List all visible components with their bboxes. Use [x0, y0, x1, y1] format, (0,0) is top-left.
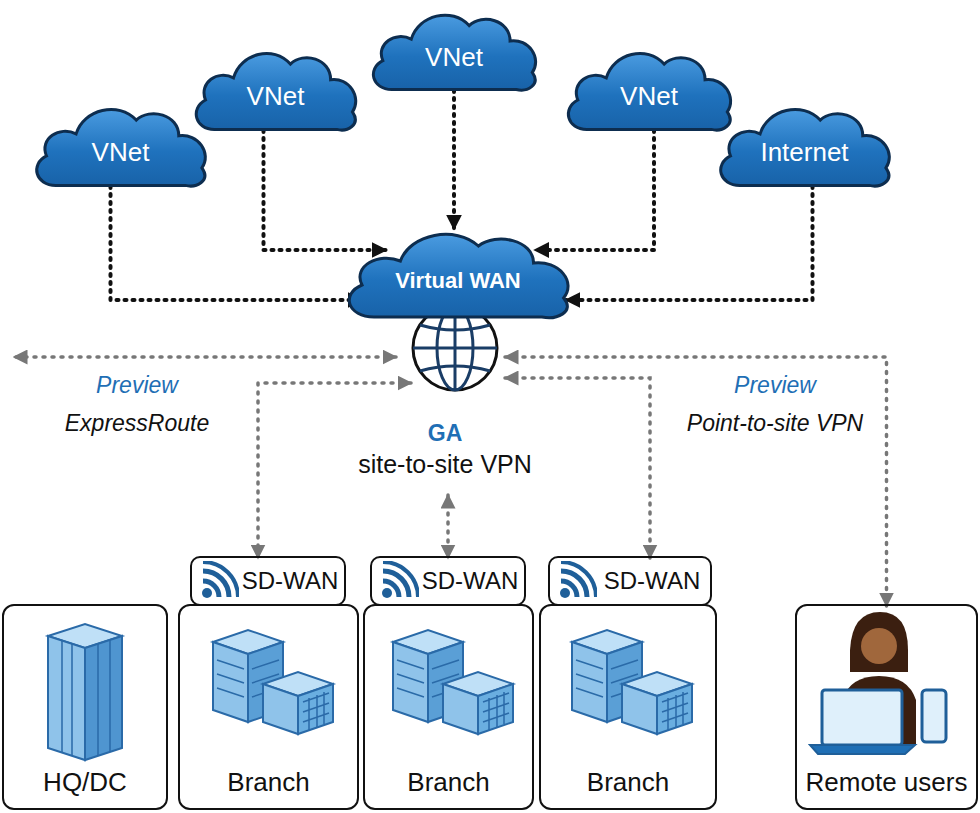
- connector: [535, 130, 654, 250]
- vnet-cloud: VNet: [365, 4, 543, 94]
- connector: [264, 130, 387, 250]
- branch-box: Branch: [363, 604, 534, 810]
- preview-label: Preview: [734, 372, 816, 399]
- sdwan-box: SD-WAN: [370, 556, 526, 606]
- status-label: GA: [428, 420, 463, 447]
- connector: [566, 186, 813, 300]
- vnet-cloud: VNet: [28, 98, 213, 190]
- node-text: SD-WAN: [242, 567, 338, 595]
- node-text: Remote users: [806, 767, 968, 798]
- sdwan-box: SD-WAN: [190, 556, 346, 606]
- connector: [111, 186, 363, 300]
- vnet-cloud: VNet: [188, 42, 363, 134]
- remote-users-box: Remote users: [795, 604, 978, 810]
- link-label: Point-to-site VPN: [687, 410, 863, 437]
- node-text: Virtual WAN: [395, 268, 521, 294]
- internet-cloud: Internet: [712, 98, 897, 190]
- node-text: VNet: [92, 137, 150, 168]
- node-text: VNet: [620, 81, 678, 112]
- link-label: site-to-site VPN: [358, 450, 532, 479]
- hq-box: HQ/DC: [2, 604, 168, 810]
- link-label: ExpressRoute: [65, 410, 209, 437]
- sdwan-box: SD-WAN: [548, 556, 712, 606]
- connector: [505, 357, 887, 606]
- virtual-wan-cloud: Virtual WAN: [338, 222, 578, 322]
- node-text: VNet: [425, 42, 483, 73]
- branch-box: Branch: [178, 604, 359, 810]
- node-text: Branch: [407, 767, 489, 798]
- branch-box: Branch: [539, 604, 717, 810]
- node-text: VNet: [247, 81, 305, 112]
- node-text: HQ/DC: [43, 767, 127, 798]
- connector: [452, 90, 456, 229]
- node-text: SD-WAN: [604, 567, 700, 595]
- preview-label: Preview: [96, 372, 178, 399]
- connector: [446, 495, 450, 558]
- node-text: SD-WAN: [422, 567, 518, 595]
- node-text: Branch: [227, 767, 309, 798]
- node-text: Internet: [760, 137, 848, 168]
- node-text: Branch: [587, 767, 669, 798]
- vnet-cloud: VNet: [560, 42, 738, 134]
